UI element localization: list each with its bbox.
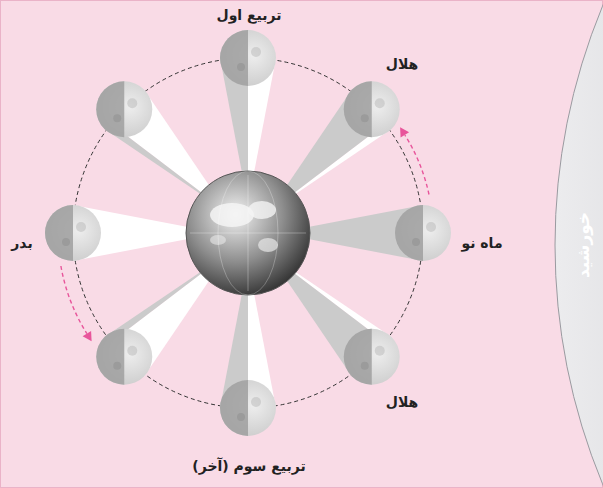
orbit-arrow-head xyxy=(400,127,409,137)
moon-shadow xyxy=(344,81,372,137)
moon-crater xyxy=(412,238,420,246)
moon-shadow xyxy=(395,205,423,261)
phase-label: ماه نو xyxy=(461,235,502,251)
moon xyxy=(344,81,400,137)
moon-shadow xyxy=(96,81,124,137)
phase-label: هلال xyxy=(386,56,418,72)
earth xyxy=(186,171,310,295)
moon-shadow xyxy=(220,380,248,436)
sun-disc xyxy=(555,0,603,488)
orbit-arrow-line xyxy=(61,266,87,334)
moon-crater xyxy=(251,47,261,57)
moon-crater xyxy=(62,238,70,246)
moon-crater xyxy=(113,362,121,370)
moon-shadow xyxy=(45,205,73,261)
moon xyxy=(45,205,101,261)
phase-label: تربیع سوم (آخر) xyxy=(192,458,305,474)
moon-crater xyxy=(361,362,369,370)
moon-crater xyxy=(237,413,245,421)
moons xyxy=(45,30,451,436)
moon-crater xyxy=(361,114,369,122)
moon-shadow xyxy=(344,329,372,385)
moon-crater xyxy=(426,222,436,232)
sun-label: خورشید xyxy=(573,212,593,278)
dark-view-wedge xyxy=(303,205,423,261)
moon xyxy=(344,329,400,385)
orbit-line xyxy=(73,58,423,408)
moon-crater xyxy=(375,98,385,108)
orbit-arrow-head xyxy=(83,331,92,341)
phase-label: هلال xyxy=(386,394,418,410)
moon xyxy=(96,81,152,137)
moon-shadow xyxy=(96,329,124,385)
moon-shadow xyxy=(220,30,248,86)
moon-crater xyxy=(251,397,261,407)
orbit-arrows xyxy=(61,127,429,341)
moon-crater xyxy=(76,222,86,232)
moon xyxy=(220,30,276,86)
orbit-arrow-line xyxy=(405,135,429,195)
moon-crater xyxy=(375,346,385,356)
sun-shape: خورشید xyxy=(553,0,603,488)
moon-crater xyxy=(127,98,137,108)
moon xyxy=(395,205,451,261)
view-wedges xyxy=(73,58,423,408)
moon-crater xyxy=(113,114,121,122)
moon-crater xyxy=(237,63,245,71)
moon xyxy=(220,380,276,436)
moon xyxy=(96,329,152,385)
phase-label: بدر xyxy=(11,235,32,251)
phase-label: تربیع اول xyxy=(216,7,281,23)
moon-crater xyxy=(127,346,137,356)
